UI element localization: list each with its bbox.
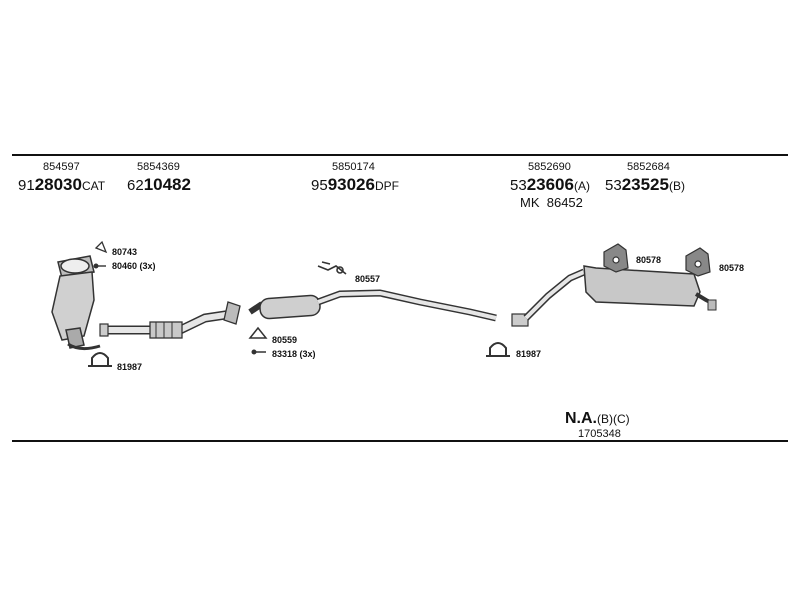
part-id-3: 5850174 <box>332 161 375 173</box>
na-label: N.A.(B)(C) <box>565 411 630 427</box>
bolt-80460 <box>93 263 106 269</box>
label-80743: 80743 <box>112 247 138 257</box>
rear-muffler <box>511 265 717 327</box>
gasket-80743 <box>94 240 108 254</box>
na-main: N.A. <box>565 410 597 427</box>
part-number-3-prefix: 95 <box>311 177 328 194</box>
part-number-2-main: 10482 <box>143 175 191 194</box>
mk-number: MK 86452 <box>520 196 583 209</box>
part-id-4: 5852690 <box>528 161 571 173</box>
label-81987-b: 81987 <box>516 349 542 359</box>
gasket-80559 <box>248 326 268 339</box>
part-number-3-suffix: DPF <box>374 179 399 193</box>
part-number-2: 6210482 <box>127 176 191 193</box>
center-muffler <box>248 289 497 322</box>
part-number-4: 5323606(A) <box>510 176 590 193</box>
part-number-4-prefix: 53 <box>510 177 527 194</box>
part-id-2: 5854369 <box>137 161 180 173</box>
part-number-4-main: 23606 <box>526 175 574 194</box>
part-number-1-suffix: CAT <box>81 179 106 193</box>
part-number-1: 9128030CAT <box>18 176 105 193</box>
part-number-3-main: 93026 <box>327 175 375 194</box>
label-80559: 80559 <box>272 335 298 345</box>
mk-code: 86452 <box>546 195 583 210</box>
label-80578-a: 80578 <box>636 255 662 265</box>
na-code: 1705348 <box>578 428 621 440</box>
clamp-81987-a <box>88 352 112 367</box>
label-80578-b: 80578 <box>719 263 745 273</box>
front-pipe <box>99 301 241 339</box>
label-80557: 80557 <box>355 274 381 284</box>
na-suffix: (B)(C) <box>597 412 630 426</box>
bolt-83318 <box>251 349 266 355</box>
catalytic-converter <box>51 255 101 351</box>
part-id-1: 854597 <box>43 161 80 173</box>
part-number-5: 5323525(B) <box>605 176 685 193</box>
part-number-3: 9593026DPF <box>311 176 399 193</box>
label-80460: 80460 (3x) <box>112 261 156 271</box>
label-81987-a: 81987 <box>117 362 143 372</box>
part-number-2-prefix: 62 <box>127 177 144 194</box>
part-number-5-main: 23525 <box>621 175 669 194</box>
part-id-5: 5852684 <box>627 161 670 173</box>
bracket-80557 <box>317 261 347 275</box>
part-number-1-main: 28030 <box>34 175 82 194</box>
rubber-hanger-80578-a <box>603 243 629 273</box>
clamp-81987-b <box>486 342 510 357</box>
label-83318: 83318 (3x) <box>272 349 316 359</box>
part-number-5-prefix: 53 <box>605 177 622 194</box>
mk-prefix: MK <box>520 195 540 210</box>
top-divider-line <box>12 154 788 156</box>
rubber-hanger-80578-b <box>685 247 711 277</box>
part-number-4-suffix: (A) <box>573 179 590 193</box>
part-number-1-prefix: 91 <box>18 177 35 194</box>
part-number-5-suffix: (B) <box>668 179 685 193</box>
bottom-divider-line <box>12 440 788 442</box>
